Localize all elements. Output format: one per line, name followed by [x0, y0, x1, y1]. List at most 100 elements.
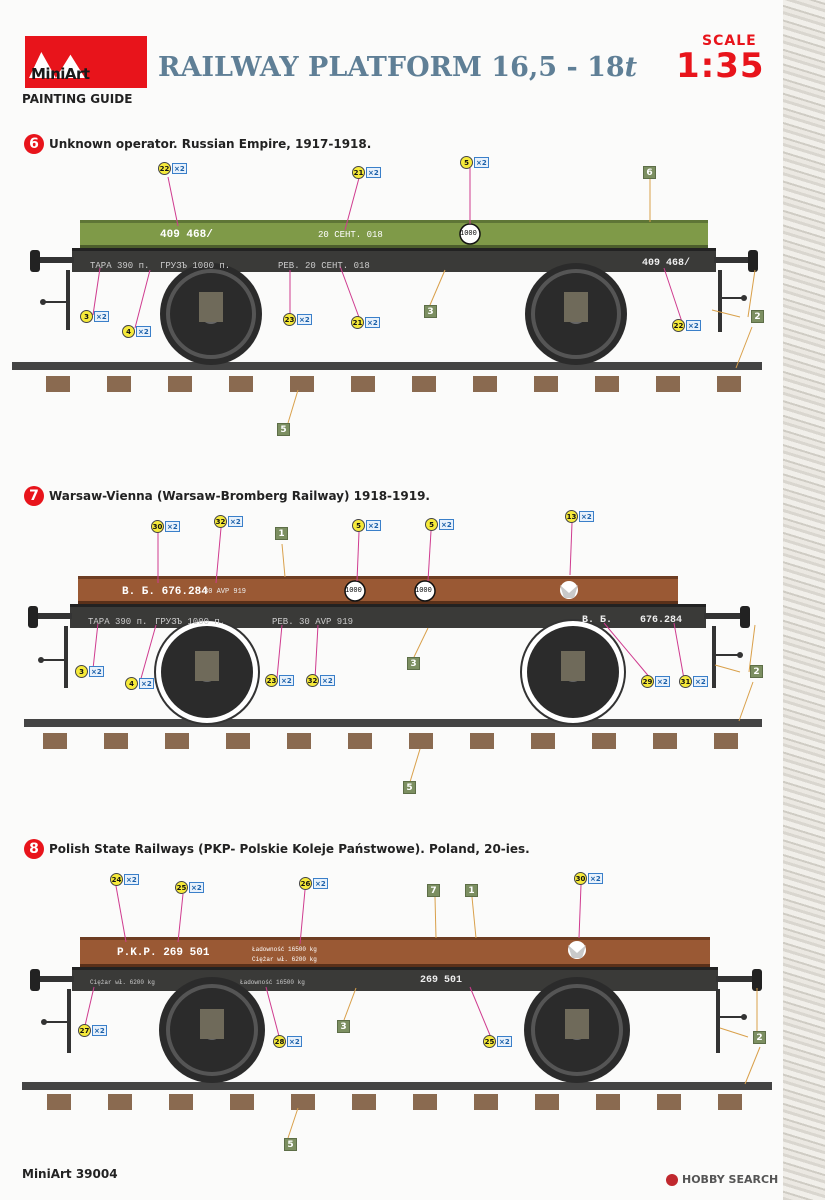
callout-25b: 25×2 [483, 1035, 512, 1048]
capacity-plate-1 [344, 580, 366, 602]
callout-30: 30×2 [574, 872, 603, 885]
wagon-body [80, 220, 708, 248]
callout-25: 25×2 [175, 881, 204, 894]
callout-4: 4×2 [125, 677, 154, 690]
color-1: 1 [275, 527, 288, 540]
color-1: 1 [465, 884, 478, 897]
wheel-right [525, 263, 627, 365]
callout-22b: 22×2 [672, 319, 701, 332]
callout-21: 21×2 [352, 166, 381, 179]
callout-3: 3×2 [75, 665, 104, 678]
section-6-diagram: 409 468/ 20 СЕНТ. 018 1000 ТАРА 390 п. Г… [0, 150, 783, 450]
callout-leaders [92, 168, 683, 329]
page-subtitle: PAINTING GUIDE [22, 92, 133, 106]
plate-text-2: 1000 [415, 587, 432, 595]
section-8-diagram: P.K.P. 269 501 Ładowność 16500 kg Ciężar… [0, 862, 783, 1162]
section-number: 7 [24, 486, 44, 506]
wagon-number: В. Б. 676.284 [122, 586, 208, 598]
plate-text-1: 1000 [345, 587, 362, 595]
color-7: 7 [427, 884, 440, 897]
track [22, 1082, 772, 1110]
section-7-header: 7 Warsaw-Vienna (Warsaw-Bromberg Railway… [24, 486, 430, 506]
frame-number: 409 468/ [642, 258, 691, 269]
callout-29: 29×2 [641, 675, 670, 688]
buffer-right [716, 969, 762, 991]
tare-weight: Ciężar wł. 6200 kg [252, 956, 317, 963]
callout-4: 4×2 [122, 325, 151, 338]
color-5: 5 [277, 423, 290, 436]
callout-23: 23×2 [265, 674, 294, 687]
wheel-left [159, 977, 265, 1083]
callout-5b: 5×2 [425, 518, 454, 531]
color-leaders [287, 896, 761, 1139]
callout-27: 27×2 [78, 1024, 107, 1037]
wagon-frame [70, 604, 706, 628]
callout-5: 5×2 [460, 156, 489, 169]
callout-23: 23×2 [283, 313, 312, 326]
hobby-search-watermark: HOBBY SEARCH [666, 1173, 778, 1186]
paper-texture-edge [783, 0, 825, 1200]
color-3: 3 [424, 305, 437, 318]
callout-13: 13×2 [565, 510, 594, 523]
frame-gruz: ГРУЗЪ 1000 п. [160, 261, 231, 271]
callout-21b: 21×2 [351, 316, 380, 329]
color-5: 5 [403, 781, 416, 794]
color-5: 5 [284, 1138, 297, 1151]
color-6: 6 [643, 166, 656, 179]
capacity-plate-2 [414, 580, 436, 602]
wagon-marking: P.K.P. 269 501 [117, 947, 210, 959]
section-number: 6 [24, 134, 44, 154]
callout-30: 30×2 [151, 520, 180, 533]
load-capacity: Ładowność 16500 kg [252, 946, 317, 953]
brake-lever-left [41, 989, 71, 1053]
wagon-date: 30 AVP 919 [204, 588, 247, 596]
wagon-6-drawing [12, 168, 762, 424]
wagon-8-drawing [22, 884, 772, 1139]
wheel-left [154, 619, 260, 725]
frame-tara: ТАРА 390 п. [90, 261, 150, 271]
color-3: 3 [337, 1020, 350, 1033]
callout-28: 28×2 [273, 1035, 302, 1048]
buffer-right [714, 250, 758, 272]
callout-31: 31×2 [679, 675, 708, 688]
callout-3: 3×2 [80, 310, 109, 323]
callout-32b: 32×2 [306, 674, 335, 687]
wagon-7-drawing [24, 522, 762, 783]
wagon-number: 409 468/ [160, 229, 213, 241]
brake-lever-left [40, 270, 70, 330]
section-7-diagram: В. Б. 676.284 30 AVP 919 1000 1000 ТАРА … [0, 505, 783, 805]
track [12, 362, 762, 392]
track [24, 719, 762, 749]
frame-rev: РЕВ. 30 AVP 919 [272, 617, 354, 627]
frame-number: 676.284 [640, 615, 683, 626]
polish-eagle-icon [560, 581, 578, 599]
callout-24: 24×2 [110, 873, 139, 886]
footer-code: MiniArt 39004 [22, 1167, 118, 1181]
scale-label: SCALE [702, 33, 757, 49]
color-leaders [281, 543, 756, 783]
color-2: 2 [751, 310, 764, 323]
section-6-header: 6 Unknown operator. Russian Empire, 1917… [24, 134, 371, 154]
plate-text: 1000 [460, 230, 477, 238]
wheel-right [520, 619, 626, 725]
section-number: 8 [24, 839, 44, 859]
frame-number: 269 501 [420, 975, 463, 986]
section-title: Polish State Railways (PKP- Polskie Kole… [49, 842, 530, 856]
callout-32: 32×2 [214, 515, 243, 528]
callout-leaders [83, 884, 582, 1041]
section-title: Unknown operator. Russian Empire, 1917-1… [49, 137, 372, 151]
frame-tare: Ciężar wł. 6200 kg [90, 979, 155, 986]
brake-lever-right [712, 626, 743, 688]
color-2: 2 [753, 1031, 766, 1044]
section-title: Warsaw-Vienna (Warsaw-Bromberg Railway) … [49, 489, 430, 503]
frame-load: Ładowność 16500 kg [240, 979, 305, 986]
wheel-left [160, 263, 262, 365]
frame-tara: ТАРА 390 п. [88, 617, 148, 627]
hobby-search-icon [666, 1173, 678, 1186]
frame-rev: РЕВ. 20 СЕНТ. 018 [278, 261, 370, 271]
brake-lever-right [716, 989, 747, 1053]
section-8-header: 8 Polish State Railways (PKP- Polskie Ko… [24, 839, 530, 859]
buffer-left [28, 606, 72, 628]
callout-26: 26×2 [299, 877, 328, 890]
buffer-left [30, 969, 74, 991]
